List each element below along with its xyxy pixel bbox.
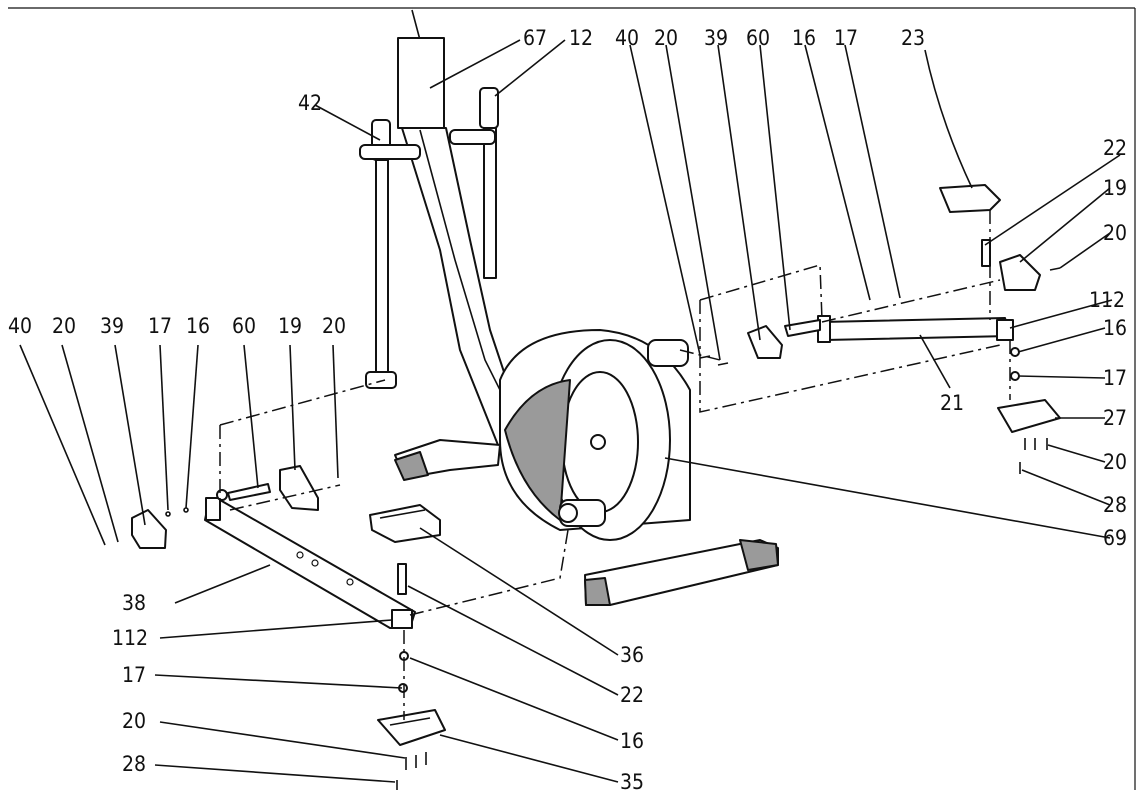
callout-28-right: 28	[1103, 493, 1127, 517]
callout-19-right: 19	[1103, 176, 1127, 200]
callout-42: 42	[298, 91, 322, 115]
callout-22-right: 22	[1103, 136, 1127, 160]
assembly-dash-lines	[219, 210, 1011, 720]
callouts-right-side: 22 19 20 112 16 17 27 20 28 21 69	[940, 136, 1127, 550]
callout-17: 17	[834, 26, 858, 50]
callouts-left-row: 40 20 39 17 16 60 19 20	[8, 314, 346, 338]
callout-67: 67	[523, 26, 547, 50]
callout-112-left: 112	[112, 626, 148, 650]
callout-69: 69	[1103, 526, 1127, 550]
handlebar-left	[359, 119, 421, 389]
pedal-arm-right	[817, 315, 1014, 343]
callout-20-right: 20	[1103, 221, 1127, 245]
callout-17-right: 17	[1103, 366, 1127, 390]
callout-17-bottom: 17	[122, 663, 146, 687]
callout-35: 35	[620, 770, 644, 794]
callout-36: 36	[620, 643, 644, 667]
callout-17-left: 17	[148, 314, 172, 338]
callout-20-bottom: 20	[122, 709, 146, 733]
callout-40-left: 40	[8, 314, 32, 338]
callout-16-bottom: 16	[620, 729, 644, 753]
callout-16-left: 16	[186, 314, 210, 338]
callout-20-right-2: 20	[1103, 450, 1127, 474]
callout-27-right: 27	[1103, 406, 1127, 430]
leader-lines	[19, 39, 1121, 783]
callout-38: 38	[122, 591, 146, 615]
rear-foot-stabilizer	[584, 539, 779, 606]
flywheel-cover	[499, 329, 691, 541]
callout-21: 21	[940, 391, 964, 415]
callout-20-left: 20	[52, 314, 76, 338]
callout-39: 39	[704, 26, 728, 50]
right-bracket-parts	[699, 184, 1061, 474]
callout-23: 23	[901, 26, 925, 50]
callouts-bottom-center: 36 22 16 35	[620, 643, 644, 794]
callout-22-bottom: 22	[620, 683, 644, 707]
callout-28-bottom: 28	[122, 752, 146, 776]
callouts-top-right: 67 12 40 20 39 60 16 17 23	[523, 26, 925, 50]
bolt-parts-bottom	[396, 563, 427, 790]
callout-20-left-2: 20	[322, 314, 346, 338]
callout-16-right: 16	[1103, 316, 1127, 340]
callout-16: 16	[792, 26, 816, 50]
front-foot-stabilizer	[394, 439, 501, 481]
pedal-36	[369, 504, 441, 543]
callout-12: 12	[569, 26, 593, 50]
callout-40: 40	[615, 26, 639, 50]
callout-19-left: 19	[278, 314, 302, 338]
callout-39-left: 39	[100, 314, 124, 338]
callouts-bottom-left: 42 38 112 17 20 28	[112, 91, 322, 776]
pedal-35	[377, 709, 446, 746]
callout-20: 20	[654, 26, 678, 50]
callout-60: 60	[746, 26, 770, 50]
handlebar-right	[449, 87, 499, 279]
callout-60-left: 60	[232, 314, 256, 338]
callout-112-right: 112	[1089, 288, 1125, 312]
crank-axle	[558, 499, 606, 527]
